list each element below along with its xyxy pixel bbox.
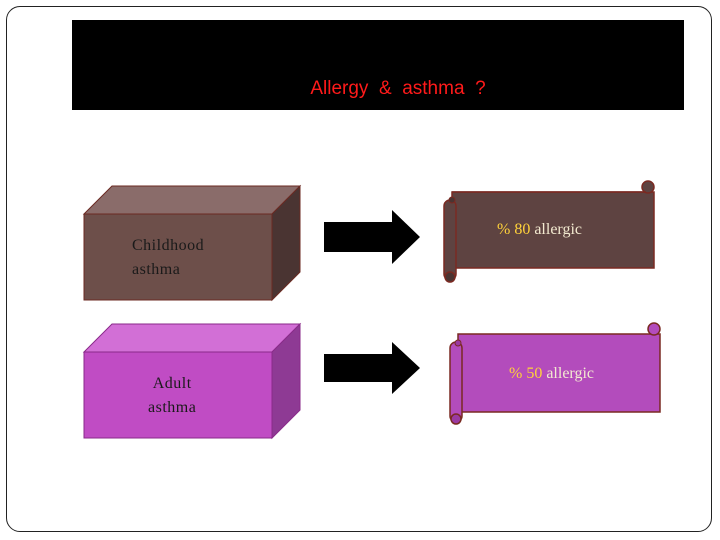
scroll-curl-icon xyxy=(444,271,456,283)
scroll-curl-icon xyxy=(448,196,456,204)
childhood-label-line1: Childhood xyxy=(132,237,205,254)
childhood-label-line2: asthma xyxy=(132,261,181,278)
scroll-curl-icon xyxy=(450,413,462,425)
childhood-box xyxy=(82,184,302,302)
percent-value: 50 xyxy=(526,365,543,382)
childhood-box-front xyxy=(83,213,273,301)
arrow-right-icon xyxy=(324,342,420,394)
childhood-box-top xyxy=(82,185,302,215)
adult-box-label: Adult asthma xyxy=(148,372,196,420)
adult-scroll xyxy=(449,322,661,425)
percent-word: allergic xyxy=(546,365,595,382)
percent-symbol: % xyxy=(497,221,511,238)
slide-frame xyxy=(6,6,712,532)
title-bar: Allergy & asthma ? xyxy=(72,20,684,110)
scroll-curl-icon xyxy=(641,180,655,194)
childhood-scroll-left-roll xyxy=(443,199,457,281)
childhood-scroll-body xyxy=(451,191,655,269)
adult-label-line1: Adult xyxy=(152,375,192,392)
percent-word: allergic xyxy=(534,221,583,238)
arrow-right-icon xyxy=(324,210,420,264)
adult-scroll-left-roll xyxy=(449,341,463,423)
childhood-scroll xyxy=(443,180,655,283)
childhood-box-label: Childhood asthma xyxy=(132,234,204,282)
percent-symbol: % xyxy=(509,365,523,382)
adult-scroll-label: % 50 allergic xyxy=(509,365,594,383)
scroll-curl-icon xyxy=(647,322,661,336)
childhood-scroll-label: % 80 allergic xyxy=(497,221,582,239)
adult-scroll-body xyxy=(457,333,661,413)
adult-box-front xyxy=(83,351,273,439)
percent-value: 80 xyxy=(514,221,531,238)
adult-box-top xyxy=(82,323,302,353)
adult-label-line2: asthma xyxy=(148,399,197,416)
slide-title: Allergy & asthma ? xyxy=(310,78,486,99)
scroll-curl-icon xyxy=(454,339,462,347)
adult-box xyxy=(82,322,302,440)
